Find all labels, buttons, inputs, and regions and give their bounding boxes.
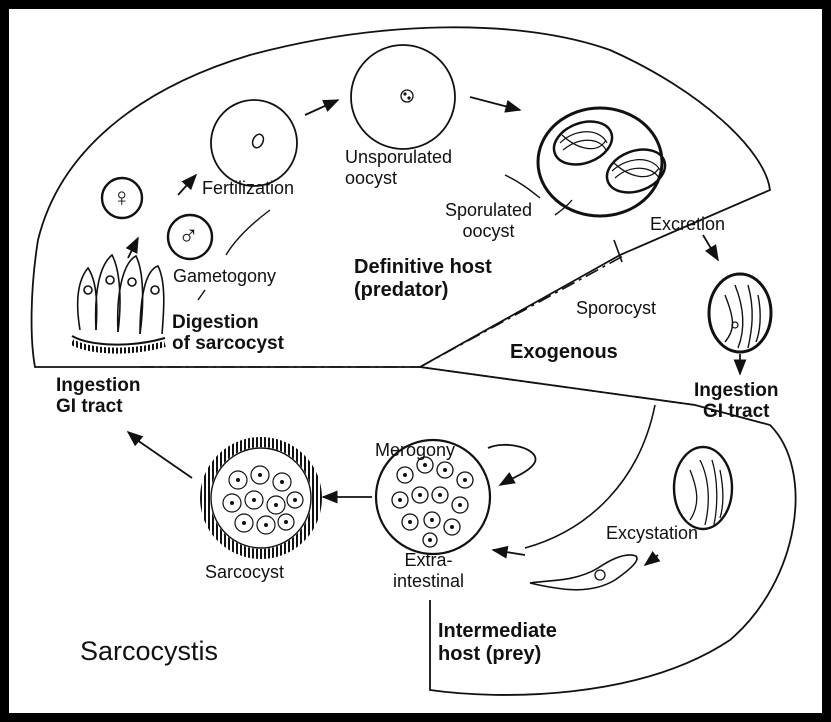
arrow-to-sporulated bbox=[470, 97, 520, 110]
intestinal-villus-icon bbox=[72, 255, 165, 351]
arrow-merogony-loop bbox=[488, 445, 535, 485]
label-ingestion-right: Ingestion GI tract bbox=[694, 380, 778, 422]
arrow-sarcocyst-to-ingestion bbox=[128, 432, 192, 478]
label-extra-intestinal: Extra- intestinal bbox=[393, 550, 464, 592]
ingested-sporocyst-icon bbox=[674, 447, 732, 529]
label-digestion-of-sarcocyst: Digestion of sarcocyst bbox=[172, 312, 284, 354]
label-sporulated-oocyst: Sporulated oocyst bbox=[445, 200, 532, 242]
arrow-to-fertilization bbox=[178, 175, 196, 195]
label-ingestion-left: Ingestion GI tract bbox=[56, 375, 140, 417]
label-merogony: Merogony bbox=[375, 440, 455, 461]
gametogony-pointer bbox=[226, 210, 270, 255]
label-excystation: Excystation bbox=[606, 523, 698, 544]
arrow-to-meront bbox=[493, 550, 525, 555]
label-gametogony: Gametogony bbox=[173, 266, 276, 287]
unsporulated-pointer bbox=[505, 175, 540, 198]
label-intermediate-host: Intermediate host (prey) bbox=[438, 620, 557, 666]
sarcocyst-cyst-icon bbox=[205, 442, 317, 554]
diagram-title: Sarcocystis bbox=[80, 636, 218, 666]
male-symbol: ♂ bbox=[178, 220, 199, 250]
label-unsporulated-oocyst: Unsporulated oocyst bbox=[345, 147, 452, 189]
digestion-pointer bbox=[198, 290, 205, 300]
unsporulated-oocyst-icon bbox=[351, 45, 455, 149]
sporozoite-icon bbox=[530, 555, 637, 590]
sporocyst-icon bbox=[709, 274, 771, 352]
zygote-icon bbox=[211, 100, 297, 186]
female-symbol: ♀ bbox=[112, 183, 132, 211]
arrow-excretion bbox=[703, 235, 718, 260]
label-sporocyst: Sporocyst bbox=[576, 298, 656, 319]
arrow-zygote-to-oocyst bbox=[305, 100, 338, 115]
arrow-excystation bbox=[645, 555, 658, 565]
label-fertilization: Fertilization bbox=[202, 178, 294, 199]
label-excretion: Excretion bbox=[650, 214, 725, 235]
label-exogenous: Exogenous bbox=[510, 342, 618, 363]
sporulated-oocyst-icon bbox=[538, 108, 671, 216]
label-definitive-host: Definitive host (predator) bbox=[354, 256, 492, 302]
label-sarcocyst: Sarcocyst bbox=[205, 562, 284, 583]
arrow-villus-to-gametes bbox=[128, 238, 138, 258]
